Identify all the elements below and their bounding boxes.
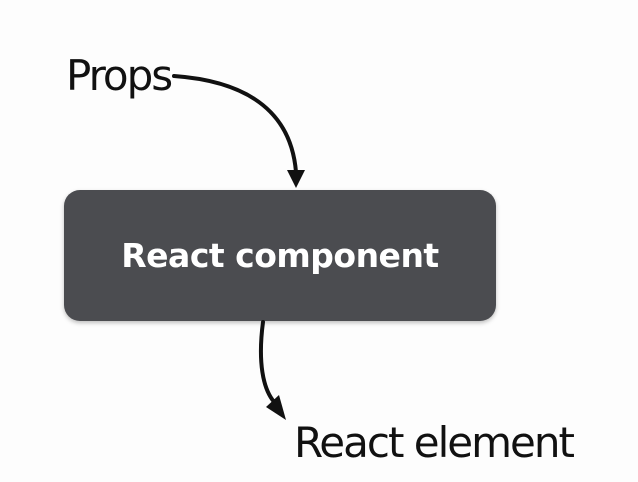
react-component-box: React component — [64, 190, 496, 321]
element-arrow-head — [266, 395, 286, 420]
props-to-component-arrow — [172, 74, 305, 188]
props-label: Props — [66, 51, 173, 100]
react-component-label: React component — [121, 236, 439, 275]
component-to-element-arrow — [258, 320, 286, 420]
props-arrow-head — [287, 170, 305, 188]
react-element-label: React element — [294, 418, 575, 467]
props-arrow-line — [172, 74, 298, 174]
element-arrow-line — [258, 320, 278, 406]
